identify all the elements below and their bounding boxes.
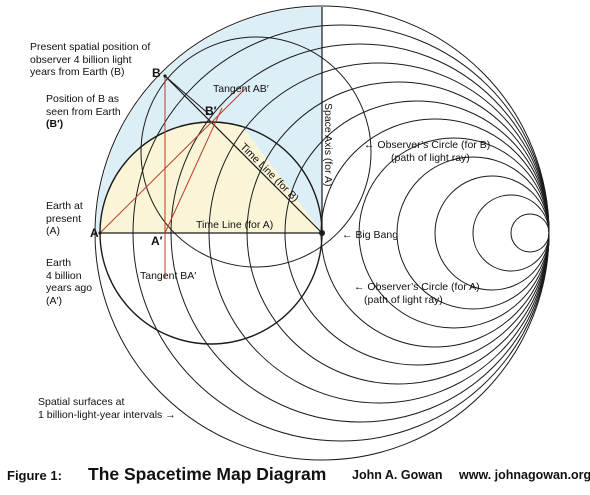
earth-present-line-2: present	[46, 212, 82, 225]
big-bang-point	[319, 230, 325, 236]
earth-past-line-4: (A′)	[46, 294, 62, 307]
website-url: www. johnagowan.org	[459, 468, 590, 482]
observer-circle-a-label: ← Observer’s Circle (for A) (path of lig…	[354, 281, 480, 306]
spatial-surface-ring	[94, 5, 550, 461]
space-axis-label: Space Axis (for A)	[322, 103, 334, 187]
obs-b-line-1: ← Observer’s Circle (for B)	[364, 139, 491, 151]
earth-present-line-1: Earth at	[46, 200, 83, 212]
present-b-line-3: years from Earth (B)	[30, 66, 125, 78]
point-b-label: B	[152, 66, 161, 80]
time-line-b	[164, 75, 323, 234]
b-seen-line-3: (B′)	[46, 118, 64, 130]
yellow-shaded-region	[100, 122, 322, 233]
b-seen-line-1: Position of B as	[46, 93, 119, 105]
figure-number: Figure 1:	[7, 468, 62, 483]
obs-a-line-1: ← Observer’s Circle (for A)	[354, 281, 480, 293]
obs-b-line-2: (path of light ray)	[391, 151, 470, 164]
earth-past-line-3: years ago	[46, 282, 93, 294]
figure-title: The Spacetime Map Diagram	[88, 464, 327, 484]
b-seen-line-2: seen from Earth	[46, 105, 121, 118]
b-to-b-prime-line	[164, 75, 211, 116]
point-a-label: A	[90, 226, 99, 240]
obs-a-line-2: (path of light ray)	[364, 293, 443, 306]
earth-present-label: Earth at present (A)	[46, 200, 83, 238]
earth-past-line-1: Earth	[46, 257, 72, 269]
b-seen-label: Position of B as seen from Earth (B′)	[46, 93, 121, 131]
earth-past-label: Earth 4 billion years ago (A′)	[46, 257, 92, 307]
spatial-line-1: Spatial surfaces at	[38, 396, 125, 408]
tangent-ab-label: Tangent AB′	[213, 83, 269, 95]
tangent-ba-label: Tangent BA′	[140, 270, 197, 282]
spatial-line-2: 1 billion-light-year intervals →	[38, 408, 176, 421]
observer-circle-b-label: ← Observer’s Circle (for B) (path of lig…	[364, 139, 490, 164]
spatial-surface-ring	[434, 175, 550, 291]
observer-circle-b	[140, 36, 372, 268]
tangent-ba-prime-red	[164, 107, 223, 234]
present-b-line-1: Present spatial position of	[30, 41, 151, 53]
point-b-prime-label: B′	[205, 104, 217, 118]
point-b-dot	[163, 74, 167, 78]
tangent-ab-prime	[99, 87, 247, 234]
earth-past-line-2: 4 billion	[46, 269, 82, 282]
point-a-dot	[98, 231, 102, 235]
present-b-line-2: observer 4 billion light	[30, 53, 132, 66]
point-a-prime-label: A′	[151, 234, 163, 248]
spatial-surfaces-label: Spatial surfaces at 1 billion-light-year…	[38, 396, 176, 421]
spatial-surface-ring	[510, 213, 550, 253]
author-name: John A. Gowan	[352, 468, 443, 482]
time-line-a-label: Time Line (for A)	[196, 219, 274, 231]
earth-present-line-3: (A)	[46, 225, 60, 237]
big-bang-label: ← Big Bang	[342, 229, 399, 241]
present-b-label: Present spatial position of observer 4 b…	[30, 41, 150, 79]
